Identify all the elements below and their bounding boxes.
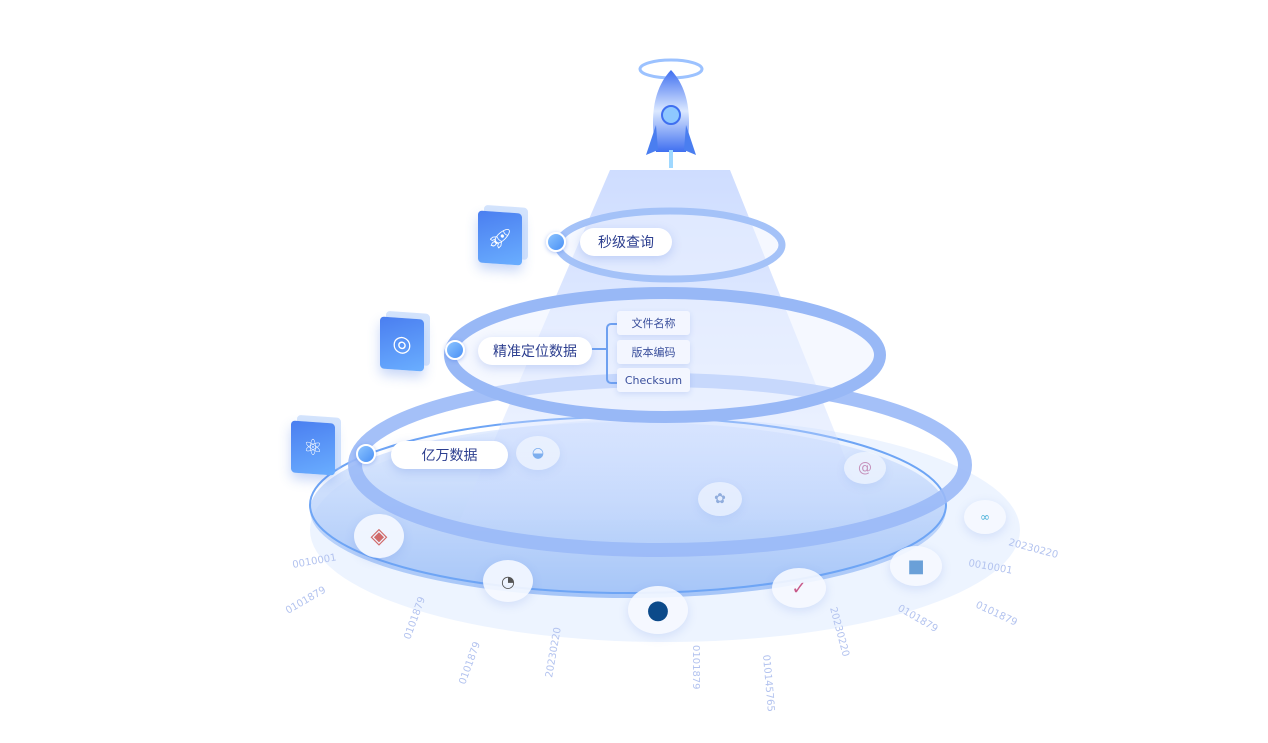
logo-badge: ∞: [964, 500, 1006, 534]
svg-text:0101879: 0101879: [690, 645, 701, 690]
logo-badge: ✓: [772, 568, 826, 608]
logo-badge: ✿: [698, 482, 742, 516]
npm-logo-icon: ◔: [501, 571, 515, 591]
atom-icon: ⚛: [303, 434, 323, 462]
debian-logo-icon: @: [858, 460, 872, 476]
rocket-icon: [646, 70, 696, 168]
diamond-logo-icon: ◈: [370, 523, 388, 549]
go-logo-icon: ∞: [980, 510, 990, 524]
tier-label-query: 秒级查询: [580, 228, 672, 256]
field-version-code: 版本编码: [617, 340, 690, 364]
rocket-card: 🚀︎: [478, 210, 522, 266]
svg-text:0010001: 0010001: [292, 552, 338, 571]
target-icon: ◎: [392, 330, 412, 358]
conan-logo-icon: ●: [646, 595, 670, 625]
target-card: ◎: [380, 316, 424, 372]
svg-text:20230220: 20230220: [1007, 537, 1059, 561]
logo-badge: ◈: [354, 514, 404, 558]
connector-line: [592, 348, 606, 350]
atom-card: ⚛: [291, 420, 335, 476]
svg-text:010145765: 010145765: [760, 654, 776, 712]
field-checksum: Checksum: [617, 368, 690, 392]
bracket: [606, 323, 618, 384]
logo-badge: ◒: [516, 436, 560, 470]
logo-badge: ■: [890, 546, 942, 586]
docker-logo-icon: ◒: [531, 445, 545, 461]
tier-dot: [546, 232, 566, 252]
rocket-icon: 🚀︎: [487, 225, 513, 251]
tier-label-data: 亿万数据: [391, 441, 508, 469]
logo-badge: @: [844, 452, 886, 484]
field-file-name: 文件名称: [617, 311, 690, 335]
maven-logo-icon: ✓: [791, 577, 807, 599]
box-logo-icon: ■: [907, 555, 925, 577]
svg-text:0101879: 0101879: [457, 640, 483, 686]
svg-text:0101879: 0101879: [974, 600, 1019, 629]
helm-logo-icon: ✿: [714, 491, 726, 507]
svg-text:0101879: 0101879: [284, 585, 328, 617]
logo-badge: ◔: [483, 560, 533, 602]
logo-badge: ●: [628, 586, 688, 634]
tier-dot: [356, 444, 376, 464]
tier-dot: [445, 340, 465, 360]
tier-label-locate: 精准定位数据: [478, 337, 592, 365]
